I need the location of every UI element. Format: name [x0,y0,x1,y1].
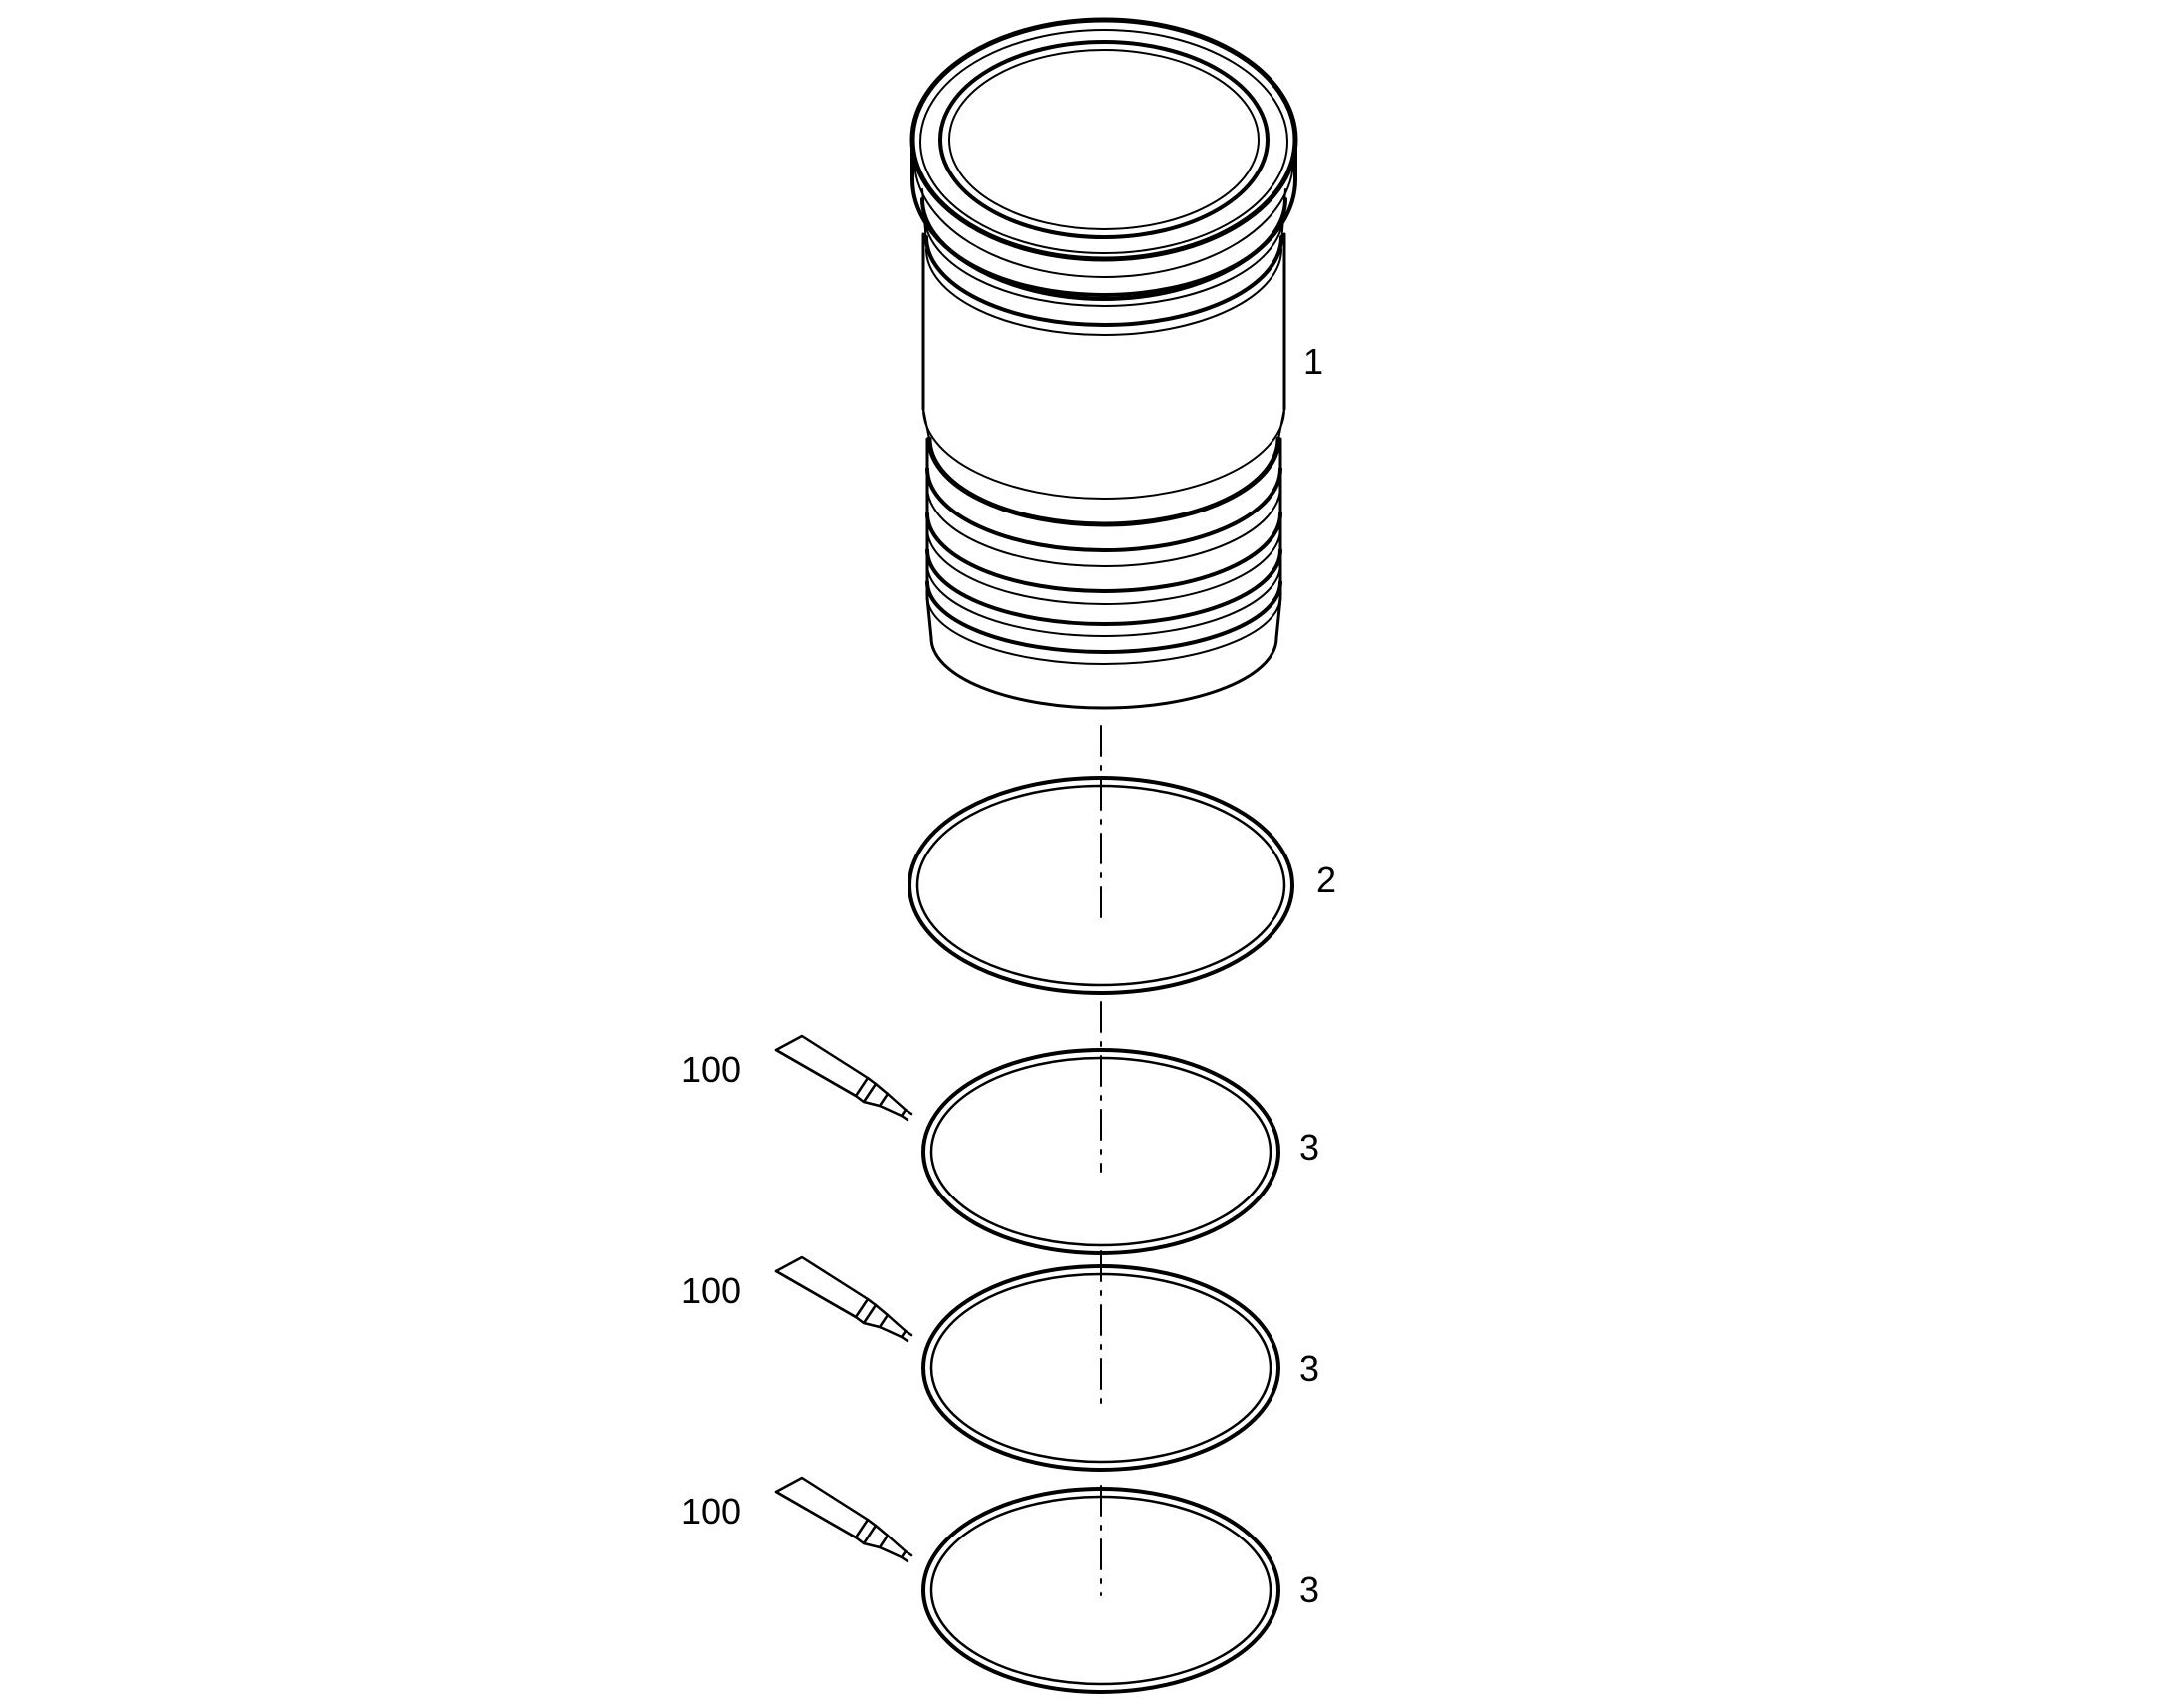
callout-liner: 1 [1303,341,1323,382]
callout-ring-c: 3 [1299,1569,1319,1610]
callout-ring-top: 2 [1316,859,1336,900]
o-ring-large [908,776,1294,995]
cylinder-liner [909,17,1298,710]
callout-sealant-b: 100 [681,1270,741,1311]
callout-sealant-c: 100 [681,1491,741,1532]
callout-sealant-a: 100 [681,1049,741,1090]
seal-ring-a [921,1048,1280,1255]
sealant-tube-icon [774,1255,913,1343]
callout-ring-a: 3 [1299,1127,1319,1168]
seal-ring-c [921,1487,1280,1694]
seal-ring-b [921,1264,1280,1472]
sealant-tube-icon [774,1034,913,1122]
sealant-tube-icon [774,1476,913,1563]
callout-ring-b: 3 [1299,1348,1319,1389]
